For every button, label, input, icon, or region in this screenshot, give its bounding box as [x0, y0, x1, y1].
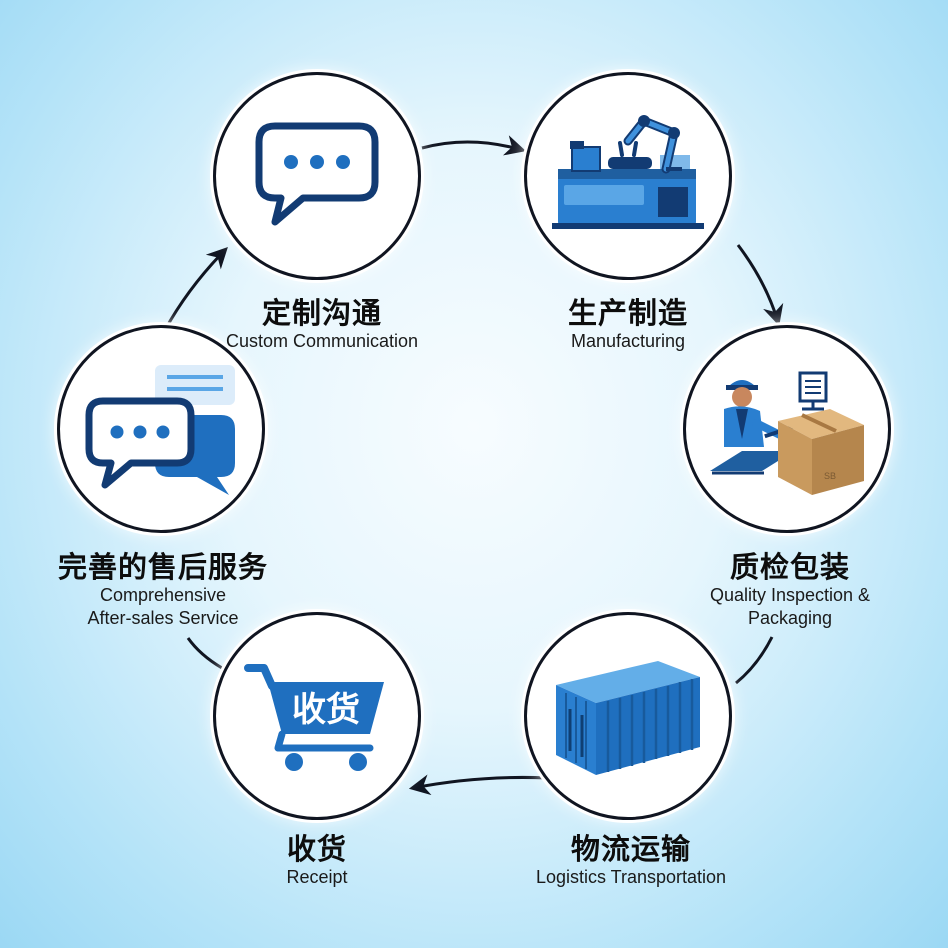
shipping-container-icon [556, 661, 700, 775]
step-title-zh: 生产制造 [567, 296, 688, 330]
cart-text: 收货 [292, 690, 360, 730]
arrow-logistics-to-receipt [408, 774, 549, 796]
node-quality-inspection: SB [683, 325, 891, 533]
arrow-communication-to-manufacturing [421, 135, 527, 156]
step-title-zh: 物流运输 [570, 832, 691, 866]
step-title-en: Logistics Transportation [535, 867, 727, 887]
step-title-en: Manufacturing [570, 331, 686, 351]
node-custom-communication [213, 72, 421, 280]
label-manufacturing: 生产制造 Manufacturing [523, 296, 733, 353]
step-title-en-line1: Quality Inspection & [709, 585, 871, 605]
node-manufacturing [524, 72, 732, 280]
chat-bubbles-icon [85, 365, 235, 495]
step-title-en-line2: After-sales Service [87, 608, 239, 628]
worker-package-icon: SB [710, 371, 864, 495]
step-title-zh: 完善的售后服务 [57, 550, 268, 584]
arrow-manufacturing-to-inspection [736, 244, 784, 327]
factory-robot-arm-icon [552, 115, 704, 229]
chat-bubble-icon [255, 122, 379, 226]
step-title-zh: 质检包装 [729, 550, 850, 584]
step-title-zh: 定制沟通 [261, 296, 382, 330]
label-quality-inspection: 质检包装 Quality Inspection & Packaging [682, 550, 898, 630]
arrow-inspection-to-logistics [735, 636, 774, 685]
label-custom-communication: 定制沟通 Custom Communication [207, 296, 437, 353]
arrow-receipt-to-aftersales [186, 637, 223, 670]
node-receipt: 收货 [213, 612, 421, 820]
label-logistics: 物流运输 Logistics Transportation [508, 832, 754, 889]
node-after-sales [57, 325, 265, 533]
step-title-en: Custom Communication [225, 331, 419, 351]
box-mark: SB [824, 471, 836, 481]
step-title-zh: 收货 [286, 832, 347, 866]
node-logistics [524, 612, 732, 820]
step-title-en-line1: Comprehensive [99, 585, 227, 605]
step-title-en-line2: Packaging [747, 608, 833, 628]
label-receipt: 收货 Receipt [238, 832, 396, 889]
label-after-sales: 完善的售后服务 Comprehensive After-sales Servic… [38, 550, 288, 630]
shopping-cart-icon: 收货 [244, 664, 384, 771]
arrow-aftersales-to-communication [163, 246, 228, 331]
step-title-en: Receipt [286, 867, 348, 887]
